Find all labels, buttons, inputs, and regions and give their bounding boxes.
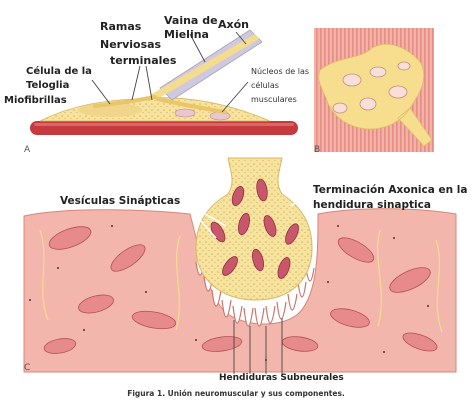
label-celula: Célula de la — [26, 65, 92, 77]
muscle-fiber-highlight — [34, 123, 294, 126]
panel-b: B — [314, 28, 434, 155]
label-ramas: Ramas — [100, 20, 142, 33]
label-nerviosas: Nerviosas — [100, 38, 162, 51]
panel-b-letter: B — [314, 145, 320, 155]
label-vaina: Vaina de — [164, 14, 218, 27]
leader-terminacion — [290, 196, 308, 206]
panel-a-letter: A — [24, 145, 31, 155]
label-teloglia: Teloglia — [26, 80, 69, 91]
label-nucleos-1: Núcleos de las — [251, 67, 309, 76]
label-miofibrillas: Miofibrillas — [4, 95, 67, 106]
label-mielina: Mielina — [164, 28, 209, 41]
panel-a: Ramas Nerviosas terminales Vaina de Miel… — [2, 4, 312, 156]
label-axon: Axón — [218, 18, 249, 31]
label-terminacion-1: Terminación Axonica en la — [313, 184, 467, 196]
panel-c: Vesículas Sinápticas Terminación Axonica… — [24, 158, 467, 383]
panel-c-letter: C — [24, 363, 30, 373]
label-terminacion-2: hendidura sinaptica — [313, 199, 431, 211]
figure-caption: Figura 1. Unión neuromuscular y sus comp… — [127, 389, 345, 398]
label-nucleos-3: musculares — [251, 95, 297, 104]
label-terminales: terminales — [110, 54, 177, 67]
label-nucleos-2: células — [251, 80, 279, 90]
muscle-nucleus — [175, 109, 195, 117]
label-vesiculas: Vesículas Sinápticas — [60, 195, 180, 207]
label-hendiduras: Hendiduras Subneurales — [219, 373, 344, 383]
muscle-nucleus — [210, 112, 230, 120]
